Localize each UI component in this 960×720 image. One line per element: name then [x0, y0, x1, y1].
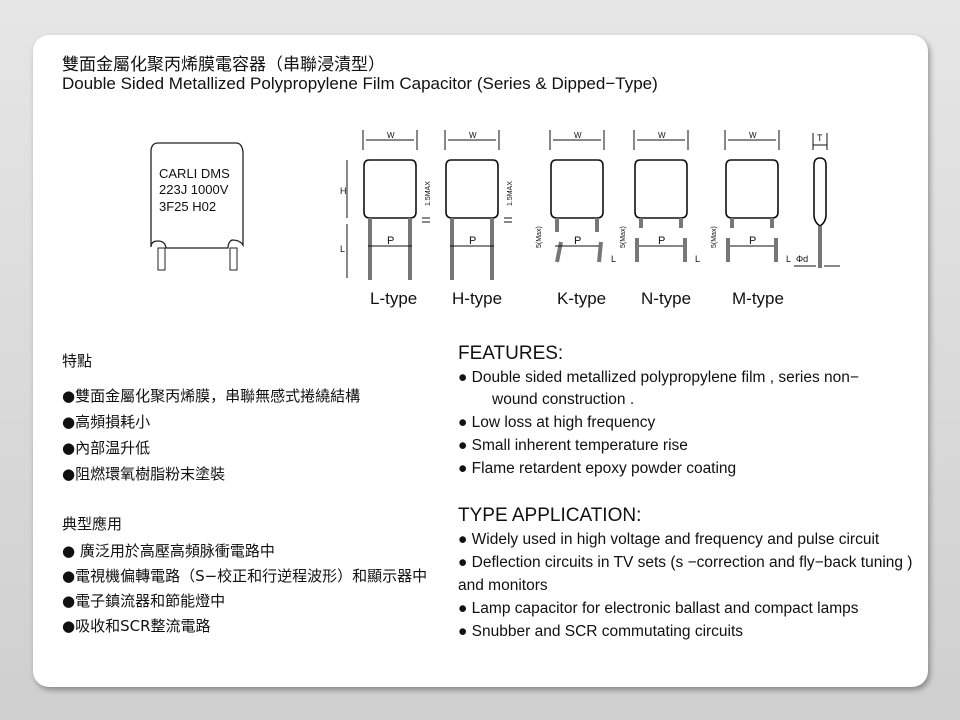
- dimension-label-w: W: [469, 131, 477, 140]
- features-zh: 特點 ●雙面金屬化聚丙烯膜，串聯無感式捲繞結構 ●高頻損耗小 ●內部温升低 ●阻…: [62, 350, 360, 489]
- type-label-l: L-type: [370, 289, 417, 308]
- applications-en: TYPE APPLICATION: ● Widely used in high …: [458, 505, 912, 646]
- capacitor-body: [634, 159, 688, 219]
- type-label-h: H-type: [452, 289, 502, 308]
- dimension-label-l: L: [786, 254, 791, 264]
- capacitor-body: [725, 159, 779, 219]
- capacitor-body: [150, 142, 244, 249]
- list-item: ● Deflection circuits in TV sets (s −cor…: [458, 554, 913, 571]
- type-label-k: K-type: [557, 289, 606, 308]
- lead-wire: [597, 241, 603, 263]
- dimension-label-p: P: [387, 235, 394, 247]
- lead: [229, 247, 238, 271]
- capacitor-side-body: [813, 157, 827, 227]
- dimension-label-max: 5(Max): [620, 226, 627, 248]
- marking-line: 3F25 H02: [159, 199, 216, 214]
- dimension-label-p: P: [574, 235, 581, 247]
- title-chinese: 雙面金屬化聚丙烯膜電容器（串聯浸漬型）: [62, 55, 385, 75]
- lead-wire: [555, 241, 563, 263]
- capacitor-body: [363, 159, 417, 219]
- features-zh-heading: 特點: [62, 352, 93, 370]
- dimension-label-p: P: [658, 235, 665, 247]
- lead: [157, 247, 166, 271]
- dimension-label-w: W: [574, 131, 582, 140]
- capacitor-body: [550, 159, 604, 219]
- dimension-label-w: W: [387, 131, 395, 140]
- dimension-label-w: W: [749, 131, 757, 140]
- list-item: ● Snubber and SCR commutating circuits: [458, 623, 744, 640]
- type-label-m: M-type: [732, 289, 784, 308]
- list-item: ● 廣泛用於高壓高頻脉衝電路中: [62, 542, 275, 560]
- dimension-label-w: W: [658, 131, 666, 140]
- dimension-label-max: 1.5MAX: [425, 181, 432, 206]
- applications-en-heading: TYPE APPLICATION:: [458, 505, 642, 526]
- list-item: ● Low loss at high frequency: [458, 414, 656, 431]
- list-item: wound construction .: [492, 391, 635, 408]
- list-item: ●電視機偏轉電路（S−校正和行逆程波形）和顯示器中: [62, 567, 428, 585]
- dimension-label-l: L: [611, 254, 616, 264]
- list-item: ● Small inherent temperature rise: [458, 437, 688, 454]
- applications-zh: 典型應用 ● 廣泛用於高壓高頻脉衝電路中 ●電視機偏轉電路（S−校正和行逆程波形…: [62, 513, 427, 640]
- list-item: and monitors: [458, 577, 548, 594]
- type-label-n: N-type: [641, 289, 691, 308]
- marking-line: 223J 1000V: [159, 182, 229, 197]
- dimension-label-l: L: [340, 244, 345, 254]
- dimension-label-l: L: [695, 254, 700, 264]
- list-item: ●雙面金屬化聚丙烯膜，串聯無感式捲繞結構: [62, 387, 361, 405]
- dimension-label-p: P: [469, 235, 476, 247]
- dimension-label-phid: Φd: [796, 254, 808, 264]
- features-en: FEATURES: ● Double sided metallized poly…: [458, 343, 859, 483]
- list-item: ●阻燃環氧樹脂粉末塗裝: [62, 465, 226, 483]
- marking-line: CARLI DMS: [159, 166, 230, 181]
- capacitor-body: [445, 159, 499, 219]
- list-item: ●電子鎮流器和節能燈中: [62, 592, 226, 610]
- dimension-label-max: 1.5MAX: [507, 181, 514, 206]
- list-item: ●內部温升低: [62, 439, 151, 457]
- list-item: ● Lamp capacitor for electronic ballast …: [458, 600, 859, 617]
- list-item: ● Flame retardent epoxy powder coating: [458, 460, 737, 477]
- features-en-heading: FEATURES:: [458, 343, 564, 364]
- list-item: ●高頻損耗小: [62, 413, 151, 431]
- dimension-label-h: H: [340, 186, 347, 196]
- title-english: Double Sided Metallized Polypropylene Fi…: [62, 74, 658, 93]
- list-item: ●吸收和SCR整流電路: [62, 617, 211, 635]
- dimension-label-max: 5(Max): [711, 226, 718, 248]
- list-item: ● Double sided metallized polypropylene …: [458, 369, 859, 386]
- dimension-label-p: P: [749, 235, 756, 247]
- dimension-label-max: 5(Max): [536, 226, 543, 248]
- dimension-label-t: T: [817, 133, 823, 143]
- list-item: ● Widely used in high voltage and freque…: [458, 531, 880, 548]
- applications-zh-heading: 典型應用: [62, 515, 123, 533]
